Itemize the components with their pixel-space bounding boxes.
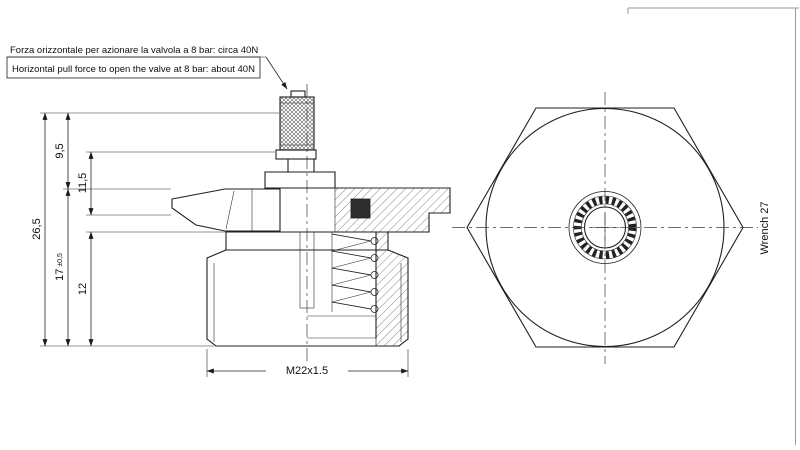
spring-coil-line bbox=[331, 301, 372, 310]
dim-label-body-height-tolerance: ±0,5 bbox=[57, 253, 64, 267]
seal-section bbox=[350, 198, 371, 219]
spring-return-line bbox=[331, 291, 372, 303]
front-view: Wrench 27 bbox=[452, 92, 771, 364]
note-box bbox=[6, 56, 261, 79]
bottom-chamfer bbox=[206, 338, 217, 347]
spring-coil-line bbox=[331, 267, 372, 276]
lever-outline bbox=[171, 188, 281, 232]
spring-return-line bbox=[331, 274, 372, 286]
note-leader-line bbox=[265, 56, 288, 90]
valve-spring bbox=[307, 232, 379, 317]
valve-body bbox=[206, 231, 409, 347]
side-view bbox=[171, 84, 451, 364]
dim-label-upper-section: 11,5 bbox=[77, 173, 89, 194]
note-line-english: Horizontal pull force to open the valve … bbox=[12, 64, 255, 75]
dim-label-lower-section: 12 bbox=[77, 283, 89, 295]
dimensions: 26,5 9,5 17 ±0,5 11,5 12 M22x1.5 bbox=[31, 112, 409, 377]
dim-label-thread: M22x1.5 bbox=[286, 365, 328, 377]
thread-dimension: M22x1.5 bbox=[206, 349, 409, 377]
knurl-body bbox=[279, 96, 315, 151]
bottom-chamfer bbox=[398, 338, 409, 347]
spring-coil-line bbox=[331, 284, 372, 293]
annotation-note: Forza orizzontale per azionare la valvol… bbox=[6, 45, 288, 90]
spring-return-line bbox=[331, 240, 372, 252]
wrench-size-label: Wrench 27 bbox=[759, 202, 771, 255]
dim-label-body-height: 17 ±0,5 bbox=[54, 253, 66, 281]
body-hatched-wall bbox=[375, 231, 409, 347]
lever-detail-line bbox=[225, 190, 235, 230]
poppet-pin bbox=[299, 232, 315, 309]
stem-top-cap bbox=[290, 90, 306, 98]
chamfer-edge bbox=[387, 249, 409, 259]
lever-arm bbox=[171, 188, 281, 232]
mounting-flange-section bbox=[225, 187, 451, 233]
spring-coil-line bbox=[331, 250, 372, 259]
dim-label-backing bbox=[266, 363, 348, 377]
spring-return-line bbox=[331, 257, 372, 269]
knurled-stem bbox=[264, 90, 336, 189]
stem-collar bbox=[275, 149, 317, 160]
spring-coil-line bbox=[331, 233, 372, 242]
note-line-italian: Forza orizzontale per azionare la valvol… bbox=[10, 45, 258, 56]
chamfer-edge bbox=[206, 249, 227, 259]
dim-label-overall-height: 26,5 bbox=[31, 218, 43, 239]
dim-label-stem-height: 9,5 bbox=[54, 143, 66, 158]
sheet-frame bbox=[627, 7, 799, 445]
dim-label-body-height-value: 17 bbox=[54, 269, 66, 281]
